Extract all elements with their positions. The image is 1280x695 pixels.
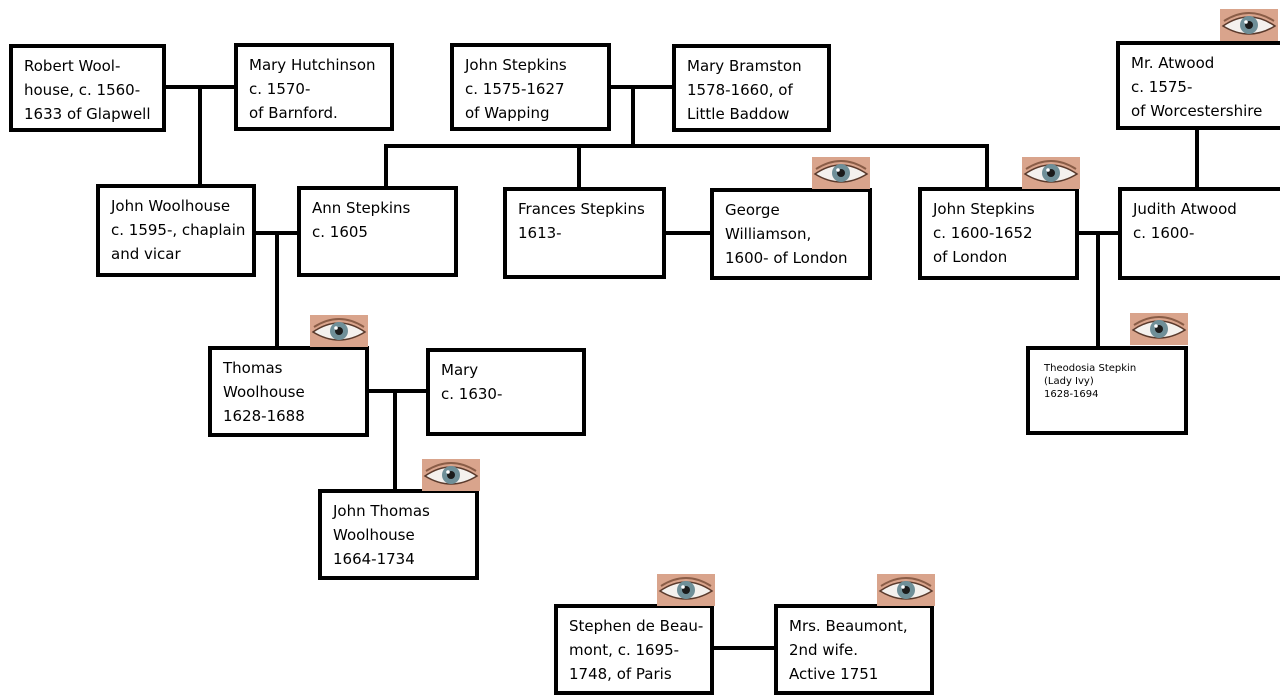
person-box-john-thomas-woolhouse: John Thomas Woolhouse 1664-1734 xyxy=(318,489,479,580)
person-box-frances-stepkins: Frances Stepkins 1613- xyxy=(503,187,666,279)
person-text: 1613- xyxy=(518,224,562,242)
person-text: Mary xyxy=(441,361,479,379)
person-text: c. 1600- xyxy=(1133,224,1195,242)
person-text: Mary Bramston xyxy=(687,57,802,75)
person-text: Woolhouse xyxy=(223,383,305,401)
person-text: 1628-1694 xyxy=(1044,389,1099,400)
eye-icon xyxy=(1130,313,1188,345)
person-text: c. 1605 xyxy=(312,223,368,241)
person-box-ann-stepkins: Ann Stepkins c. 1605 xyxy=(297,186,458,277)
person-text: Mary Hutchinson xyxy=(249,56,376,74)
person-box-mary-hutchinson: Mary Hutchinson c. 1570- of Barnford. xyxy=(234,43,394,131)
person-box-john-woolhouse: John Woolhouse c. 1595-, chaplain and vi… xyxy=(96,184,256,277)
person-text: mont, c. 1695- xyxy=(569,641,680,659)
person-text: c. 1575-1627 xyxy=(465,80,565,98)
person-box-thomas-woolhouse: Thomas Woolhouse 1628-1688 xyxy=(208,346,369,437)
person-box-mrs-beaumont: Mrs. Beaumont, 2nd wife. Active 1751 xyxy=(774,604,934,695)
person-box-mary-bramston: Mary Bramston 1578-1660, of Little Baddo… xyxy=(672,44,831,132)
person-box-george-williamson: George Williamson, 1600- of London xyxy=(710,188,872,280)
person-text: 1664-1734 xyxy=(333,550,415,568)
person-box-stephen-de-beaumont: Stephen de Beau- mont, c. 1695- 1748, of… xyxy=(554,604,714,695)
person-text: Theodosia Stepkin xyxy=(1044,363,1137,374)
person-text: Mr. Atwood xyxy=(1131,54,1215,72)
person-text: (Lady Ivy) xyxy=(1044,376,1094,387)
eye-icon xyxy=(310,315,368,347)
person-text: Williamson, xyxy=(725,225,812,243)
person-text: 1633 of Glapwell xyxy=(24,105,151,123)
person-box-robert-woolhouse: Robert Wool- house, c. 1560- 1633 of Gla… xyxy=(9,44,166,132)
person-text: Frances Stepkins xyxy=(518,200,645,218)
person-text: of London xyxy=(933,248,1008,266)
person-text: Little Baddow xyxy=(687,105,790,123)
person-text: of Wapping xyxy=(465,104,550,122)
person-box-john-stepkins-elder: John Stepkins c. 1575-1627 of Wapping xyxy=(450,43,611,131)
eye-icon xyxy=(812,157,870,189)
person-text: John Stepkins xyxy=(933,200,1035,218)
person-text: 1600- of London xyxy=(725,249,848,267)
person-text: c. 1600-1652 xyxy=(933,224,1033,242)
person-text: Thomas xyxy=(223,359,283,377)
person-box-theodosia-stepkin: Theodosia Stepkin (Lady Ivy) 1628-1694 xyxy=(1026,346,1188,435)
person-box-mary: Mary c. 1630- xyxy=(426,348,586,436)
person-text: Active 1751 xyxy=(789,665,879,683)
person-text: George xyxy=(725,201,780,219)
person-text: 1628-1688 xyxy=(223,407,305,425)
person-box-judith-atwood: Judith Atwood c. 1600- xyxy=(1118,187,1280,280)
person-text: 1578-1660, of xyxy=(687,81,793,99)
eye-icon xyxy=(422,459,480,491)
person-text: John Woolhouse xyxy=(111,197,231,215)
eye-icon xyxy=(657,574,715,606)
person-text: John Stepkins xyxy=(465,56,567,74)
person-text: Woolhouse xyxy=(333,526,415,544)
eye-icon xyxy=(877,574,935,606)
person-text: c. 1595-, chaplain xyxy=(111,221,246,239)
eye-icon xyxy=(1220,9,1278,41)
person-box-john-stepkins-younger: John Stepkins c. 1600-1652 of London xyxy=(918,187,1079,280)
person-text: Robert Wool- xyxy=(24,57,121,75)
person-text: Judith Atwood xyxy=(1133,200,1237,218)
person-text: John Thomas xyxy=(333,502,430,520)
person-text: and vicar xyxy=(111,245,181,263)
person-text: of Worcestershire xyxy=(1131,102,1263,120)
person-text: 2nd wife. xyxy=(789,641,859,659)
person-text: Stephen de Beau- xyxy=(569,617,704,635)
person-text: c. 1630- xyxy=(441,385,503,403)
person-text: Mrs. Beaumont, xyxy=(789,617,908,635)
eye-icon xyxy=(1022,157,1080,189)
person-text: of Barnford. xyxy=(249,104,338,122)
person-text: Ann Stepkins xyxy=(312,199,411,217)
person-text: c. 1575- xyxy=(1131,78,1193,96)
person-box-mr-atwood: Mr. Atwood c. 1575- of Worcestershire xyxy=(1116,41,1280,130)
person-text: house, c. 1560- xyxy=(24,81,141,99)
person-text: c. 1570- xyxy=(249,80,311,98)
person-text: 1748, of Paris xyxy=(569,665,672,683)
